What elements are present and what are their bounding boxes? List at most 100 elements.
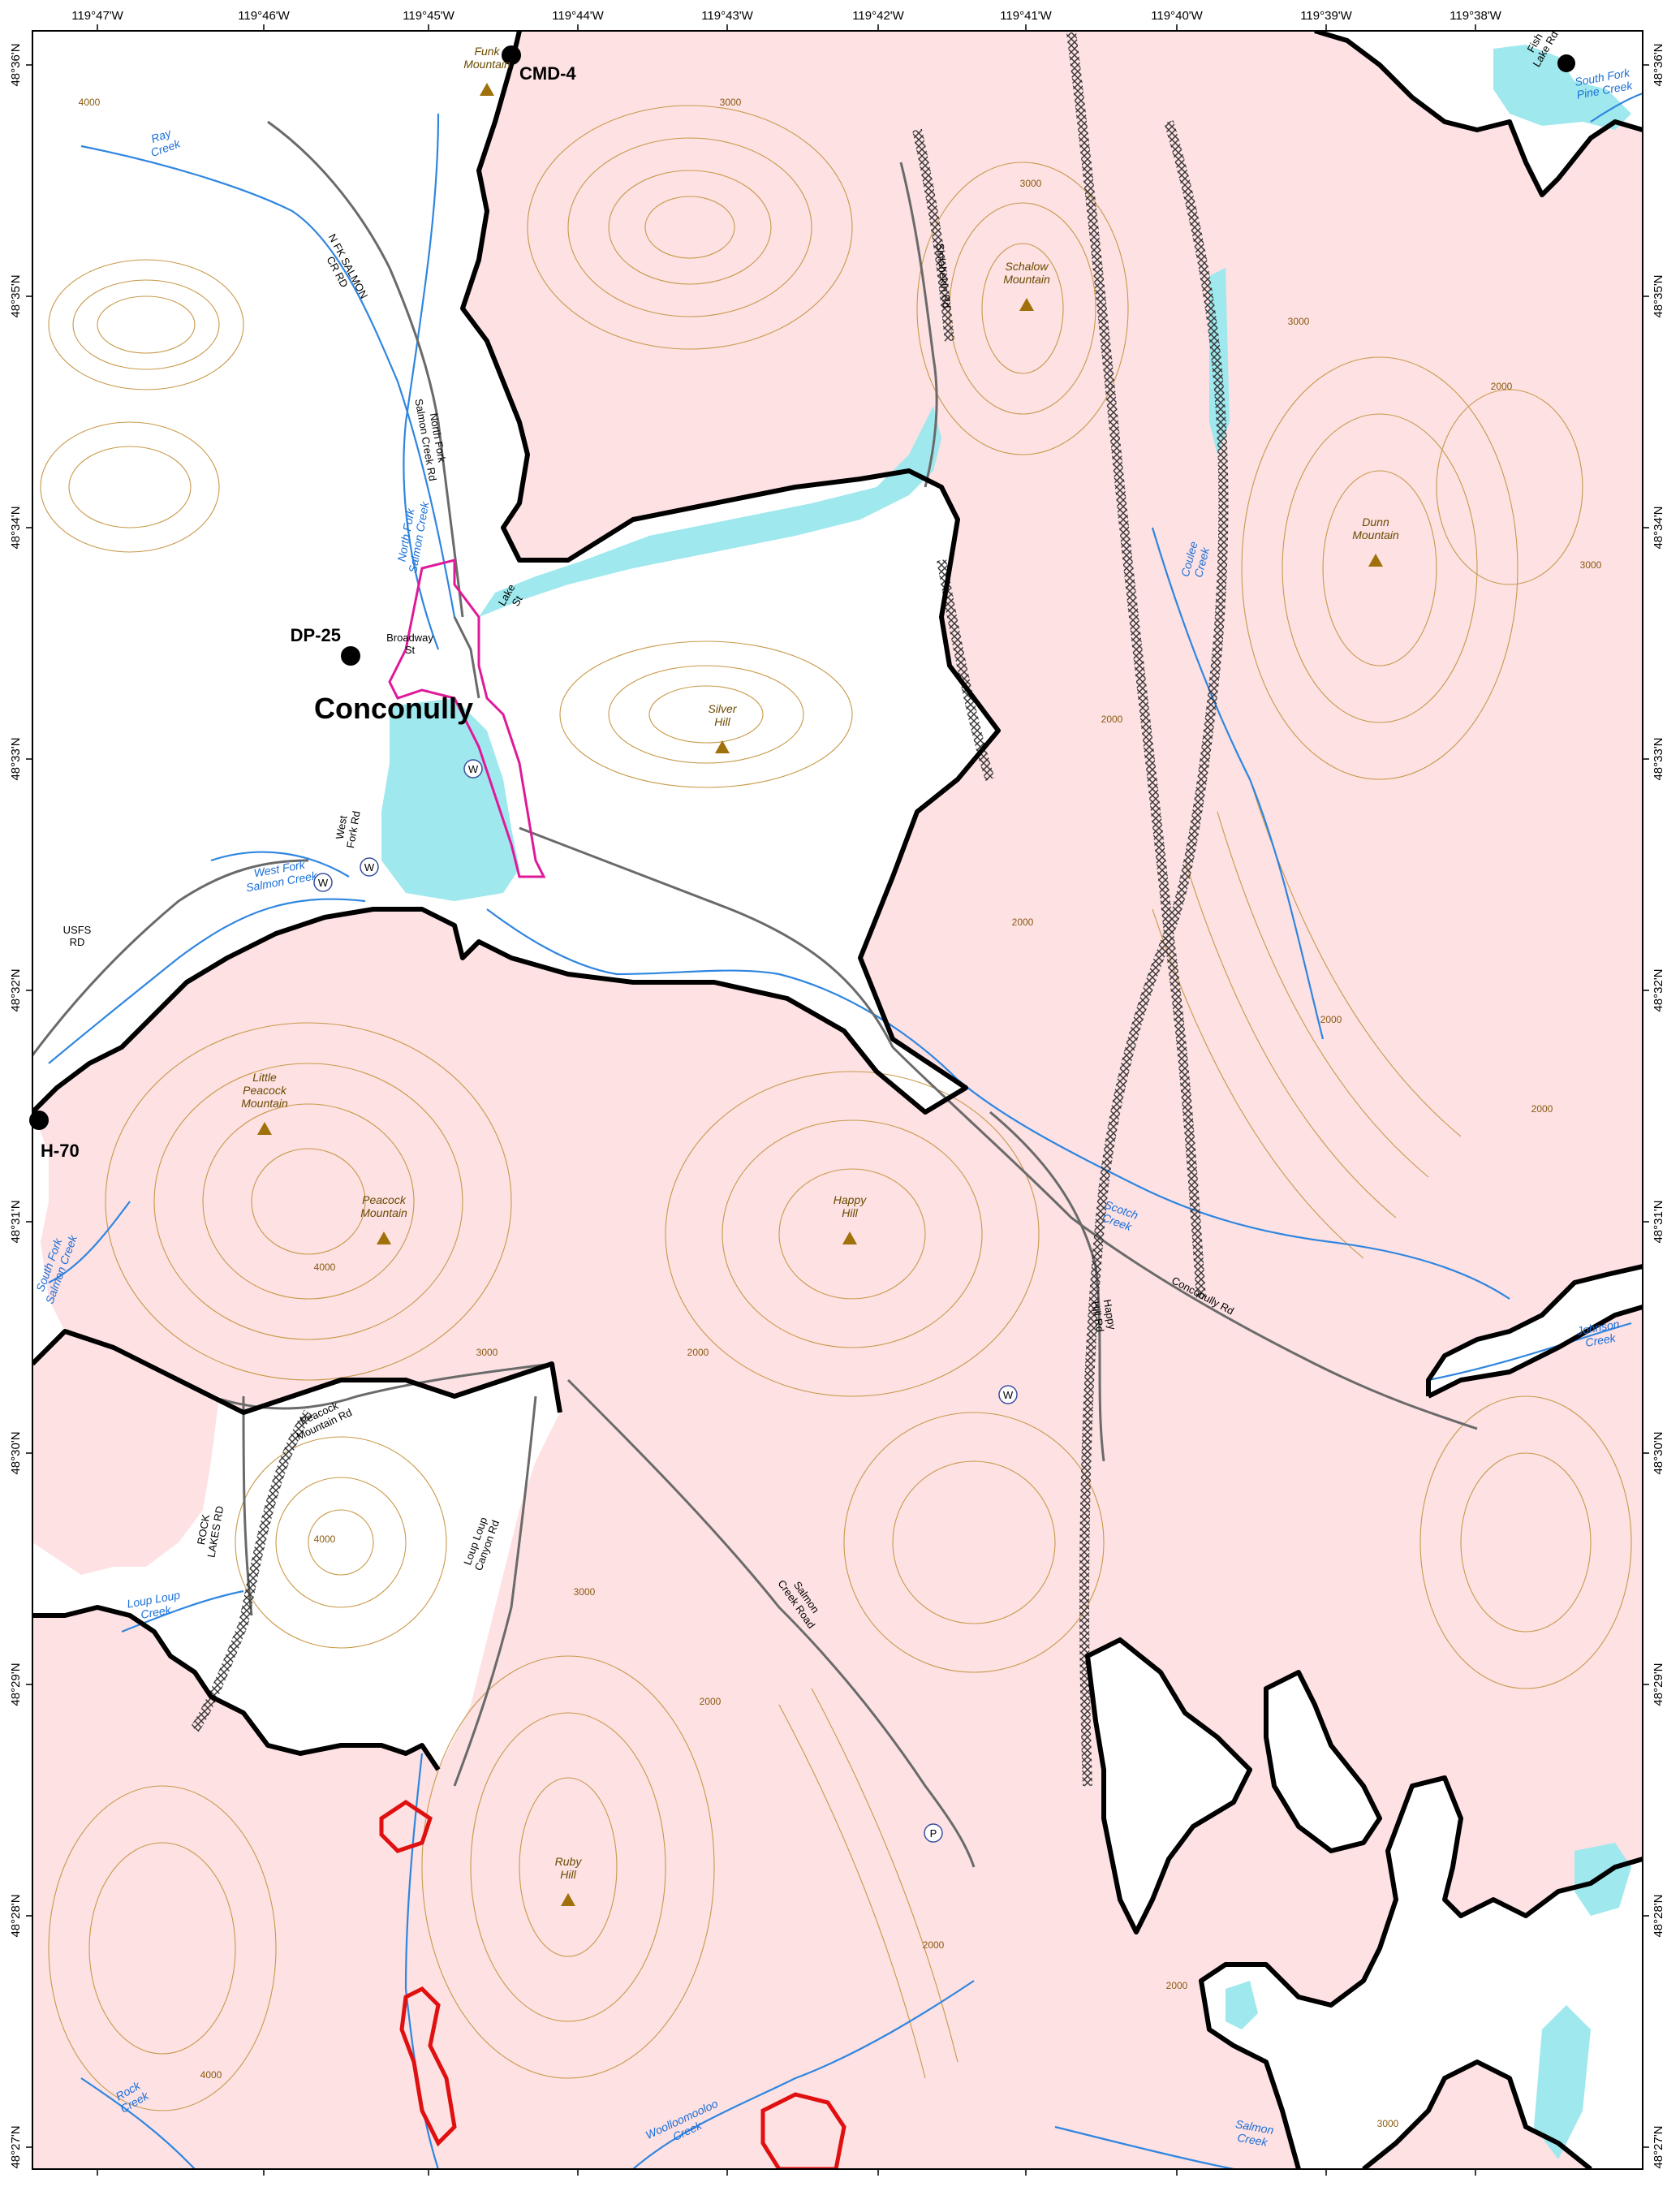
southeast-private-1 — [1088, 1640, 1250, 1932]
contour-lines — [40, 105, 1632, 2111]
coulee-creek-line — [1151, 527, 1325, 1040]
south-fork-salmon-creek-line — [48, 1201, 131, 1283]
southeast-private-3 — [1201, 1778, 1643, 2169]
water-label-line-2: Creek — [1236, 2131, 1269, 2149]
peak-triangle-icon — [715, 740, 730, 753]
parking-icon — [924, 1823, 943, 1843]
water-point-symbol: W — [364, 861, 375, 873]
southeast-pond-3 — [1226, 1981, 1258, 2029]
road-label-line-2: Hill Rd — [1089, 1300, 1106, 1333]
latitude-ticks-left: 48°36'N48°35'N48°34'N48°33'N48°32'N48°31… — [9, 43, 32, 2169]
fish-lake — [1493, 45, 1631, 130]
johnson-creek-boundary-lower — [1427, 1305, 1643, 1399]
ownership-boundaries — [32, 31, 1643, 2169]
contour-value-label: 4000 — [200, 2069, 222, 2081]
southeast-private-2 — [1266, 1672, 1380, 1851]
peak-triangle-icon — [1368, 554, 1383, 567]
lat-tick-left-label: 48°36'N — [9, 43, 23, 86]
peak-label-line-1: Schalow — [1006, 260, 1049, 273]
southeast-boundary-3 — [1199, 1775, 1643, 2169]
parking-symbol: P — [930, 1827, 937, 1840]
contour-value-label: 4000 — [314, 1533, 336, 1545]
map-body — [32, 31, 1643, 2169]
contour-value-label: 4000 — [314, 1262, 336, 1273]
water-point-symbol: W — [318, 877, 329, 889]
peacock-boundary-line — [32, 1329, 562, 1415]
fire-perimeters — [379, 1799, 846, 2169]
contour-value-label: 2000 — [1491, 381, 1513, 392]
lat-tick-left-label: 48°30'N — [9, 1431, 23, 1474]
peak-triangle-icon — [480, 83, 494, 96]
johnson-creek-line — [1428, 1322, 1632, 1382]
south-fork-pine-creek-line — [1590, 92, 1643, 123]
station-label: DP-25 — [291, 625, 341, 645]
loup-loup-creek-line — [121, 1589, 244, 1633]
west-private-strip — [32, 1112, 65, 1364]
rock-lakes-boundary-line — [32, 1605, 441, 1771]
conconully-reservoir — [381, 698, 519, 901]
contour-value-label: 2000 — [1012, 917, 1034, 928]
latitude-ticks-right: 48°36'N48°35'N48°34'N48°33'N48°32'N48°31… — [1643, 43, 1665, 2169]
peak-triangle-icon — [842, 1231, 857, 1244]
road-label-line-1: Happy — [1101, 1298, 1118, 1331]
contour-value-label: 3000 — [476, 1347, 498, 1358]
longitude-ticks-bottom — [97, 2169, 1476, 2176]
town-label: Conconully — [314, 692, 473, 725]
peak-triangle-icon — [561, 1893, 575, 1906]
lat-tick-left-label: 48°29'N — [9, 1663, 23, 1706]
rock-lakes-private-block — [32, 1364, 560, 1770]
lon-tick-top-label: 119°46'W — [238, 9, 290, 23]
contour-value-label: 3000 — [1377, 2118, 1399, 2129]
southeast-boundary-1 — [1085, 1637, 1252, 1934]
contour-value-label: 2000 — [700, 1696, 722, 1707]
station-label: CMD-4 — [519, 63, 576, 84]
lon-tick-top-label: 119°41'W — [1000, 9, 1052, 23]
peak-label-line-1: Ruby — [555, 1855, 583, 1868]
west-fork-salmon-creek-line — [210, 851, 350, 878]
lat-tick-right-label: 48°28'N — [1652, 1894, 1665, 1937]
lat-tick-right-label: 48°32'N — [1652, 968, 1665, 1011]
west-fork-lower-line — [48, 898, 366, 1064]
water-label-line-2: Creek — [140, 1603, 173, 1621]
station-dot — [29, 1111, 49, 1130]
contour-value-label: 2000 — [1166, 1980, 1188, 1991]
water-point-symbol: W — [1003, 1389, 1014, 1401]
road-label-line-1: ROCK — [195, 1513, 212, 1546]
n-fk-salmon-cr-rd-line — [267, 120, 464, 618]
northeast-boundary-line — [1314, 31, 1643, 197]
peak-label-line-2: Hill — [842, 1206, 858, 1219]
contour-value-label: 2000 — [1531, 1103, 1553, 1115]
north-fork-salmon-creek-line — [403, 113, 440, 650]
fire-perimeter-3 — [760, 2092, 846, 2169]
lon-tick-top-label: 119°44'W — [552, 9, 604, 23]
johnson-creek-boundary-upper — [1426, 1264, 1643, 1396]
peak-label-line-1: Dunn — [1362, 515, 1389, 528]
peak-label-line-2: Mountain — [1352, 528, 1399, 541]
lat-tick-right-label: 48°27'N — [1652, 2125, 1665, 2168]
station-label: H-70 — [41, 1141, 80, 1161]
contour-value-label: 3000 — [1288, 316, 1310, 327]
lat-tick-left-label: 48°31'N — [9, 1200, 23, 1243]
contour-value-label: 3000 — [720, 97, 742, 108]
contour-value-label: 2000 — [923, 1939, 945, 1951]
southeast-boundary-2 — [1264, 1670, 1382, 1853]
peak-label-line-2: Peacock — [243, 1084, 287, 1097]
lon-tick-top-label: 119°39'W — [1300, 9, 1352, 23]
contour-value-label: 3000 — [1580, 559, 1602, 571]
ray-creek-line — [80, 144, 456, 618]
water-point-icon — [313, 873, 333, 892]
lon-tick-top-label: 119°43'W — [701, 9, 753, 23]
contour-value-label: 2000 — [1320, 1014, 1342, 1025]
station-dot — [341, 646, 360, 666]
lat-tick-right-label: 48°36'N — [1652, 43, 1665, 86]
